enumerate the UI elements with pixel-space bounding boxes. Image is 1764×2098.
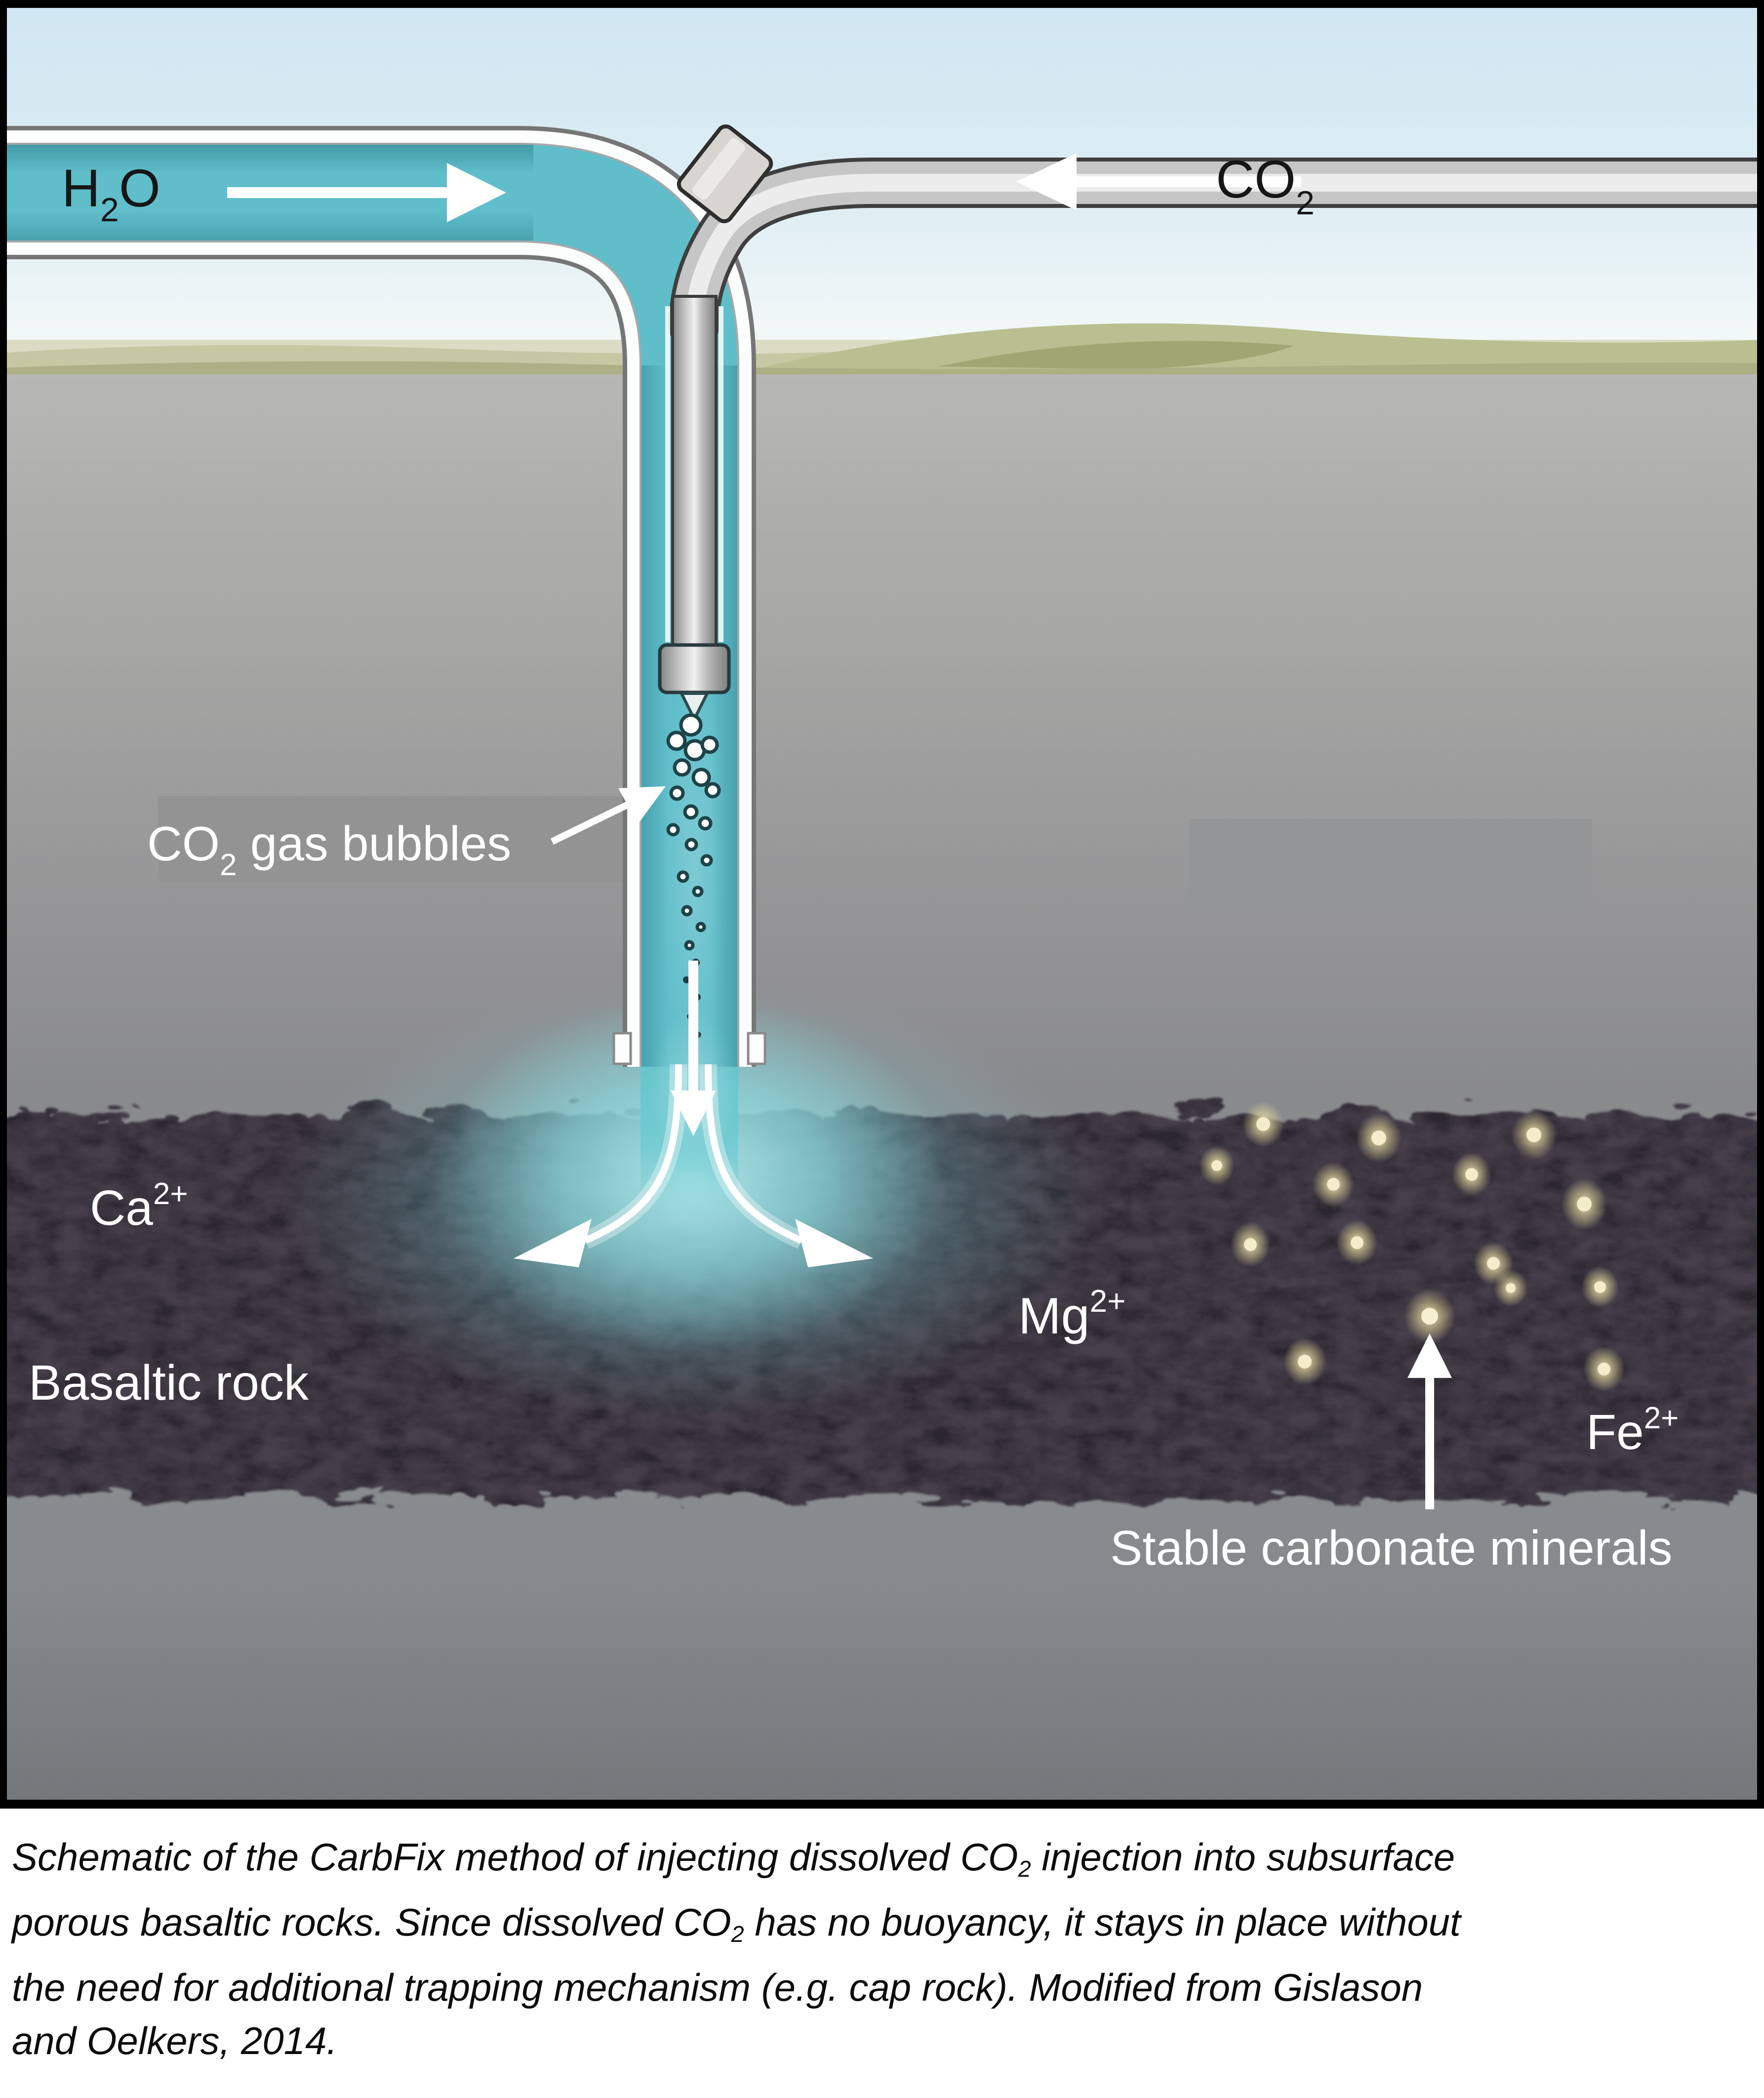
bubbles-pointer-arrow: [550, 786, 666, 845]
figure-caption: Schematic of the CarbFix method of injec…: [0, 1809, 1764, 2068]
casing-shoe-right: [747, 1032, 766, 1065]
carbonate-mineral-dots: [1199, 1101, 1625, 1392]
injection-flow-arrows: [514, 961, 873, 1267]
caption-line: porous basaltic rocks. Since dissolved C…: [12, 1900, 1461, 1947]
label-co2-gas-bubbles: CO2 gas bubbles: [147, 816, 511, 882]
casing-shoe-left: [612, 1032, 632, 1065]
faded-label-patch-right: [1189, 819, 1592, 915]
arrowhead-left: [514, 1219, 592, 1267]
label-stable-minerals: Stable carbonate minerals: [1110, 1521, 1673, 1575]
caption-line: the need for additional trapping mechani…: [12, 1966, 1423, 2010]
figure-border: [0, 0, 1764, 1809]
label-basaltic-rock: Basaltic rock: [29, 1355, 309, 1411]
co2-feed-pipe: [658, 295, 731, 721]
mineral-pointer-arrow: [1407, 1333, 1452, 1509]
co2-pipe: [669, 158, 1764, 351]
water-flow-arrow: [227, 163, 506, 222]
horizon-hills: [0, 323, 1764, 376]
label-h2o: H2O: [62, 158, 160, 229]
caption-line: and Oelkers, 2014.: [12, 2019, 338, 2063]
label-mg-ion: Mg2+: [1018, 1283, 1125, 1345]
arrowhead-right: [795, 1219, 873, 1267]
co2-flow-arrow: [1016, 153, 1301, 210]
label-co2: CO2: [1216, 149, 1315, 222]
label-fe-ion: Fe2+: [1586, 1401, 1679, 1460]
carbfix-schematic-figure: H2O CO2 CO2 gas bubbles Ca2+ Mg2+ Fe2+ B…: [0, 0, 1764, 1809]
down-flow-arrow: [649, 961, 738, 1166]
label-ca-ion: Ca2+: [90, 1177, 188, 1236]
pipe-coupling: [677, 124, 773, 223]
caption-line: Schematic of the CarbFix method of injec…: [12, 1835, 1455, 1882]
